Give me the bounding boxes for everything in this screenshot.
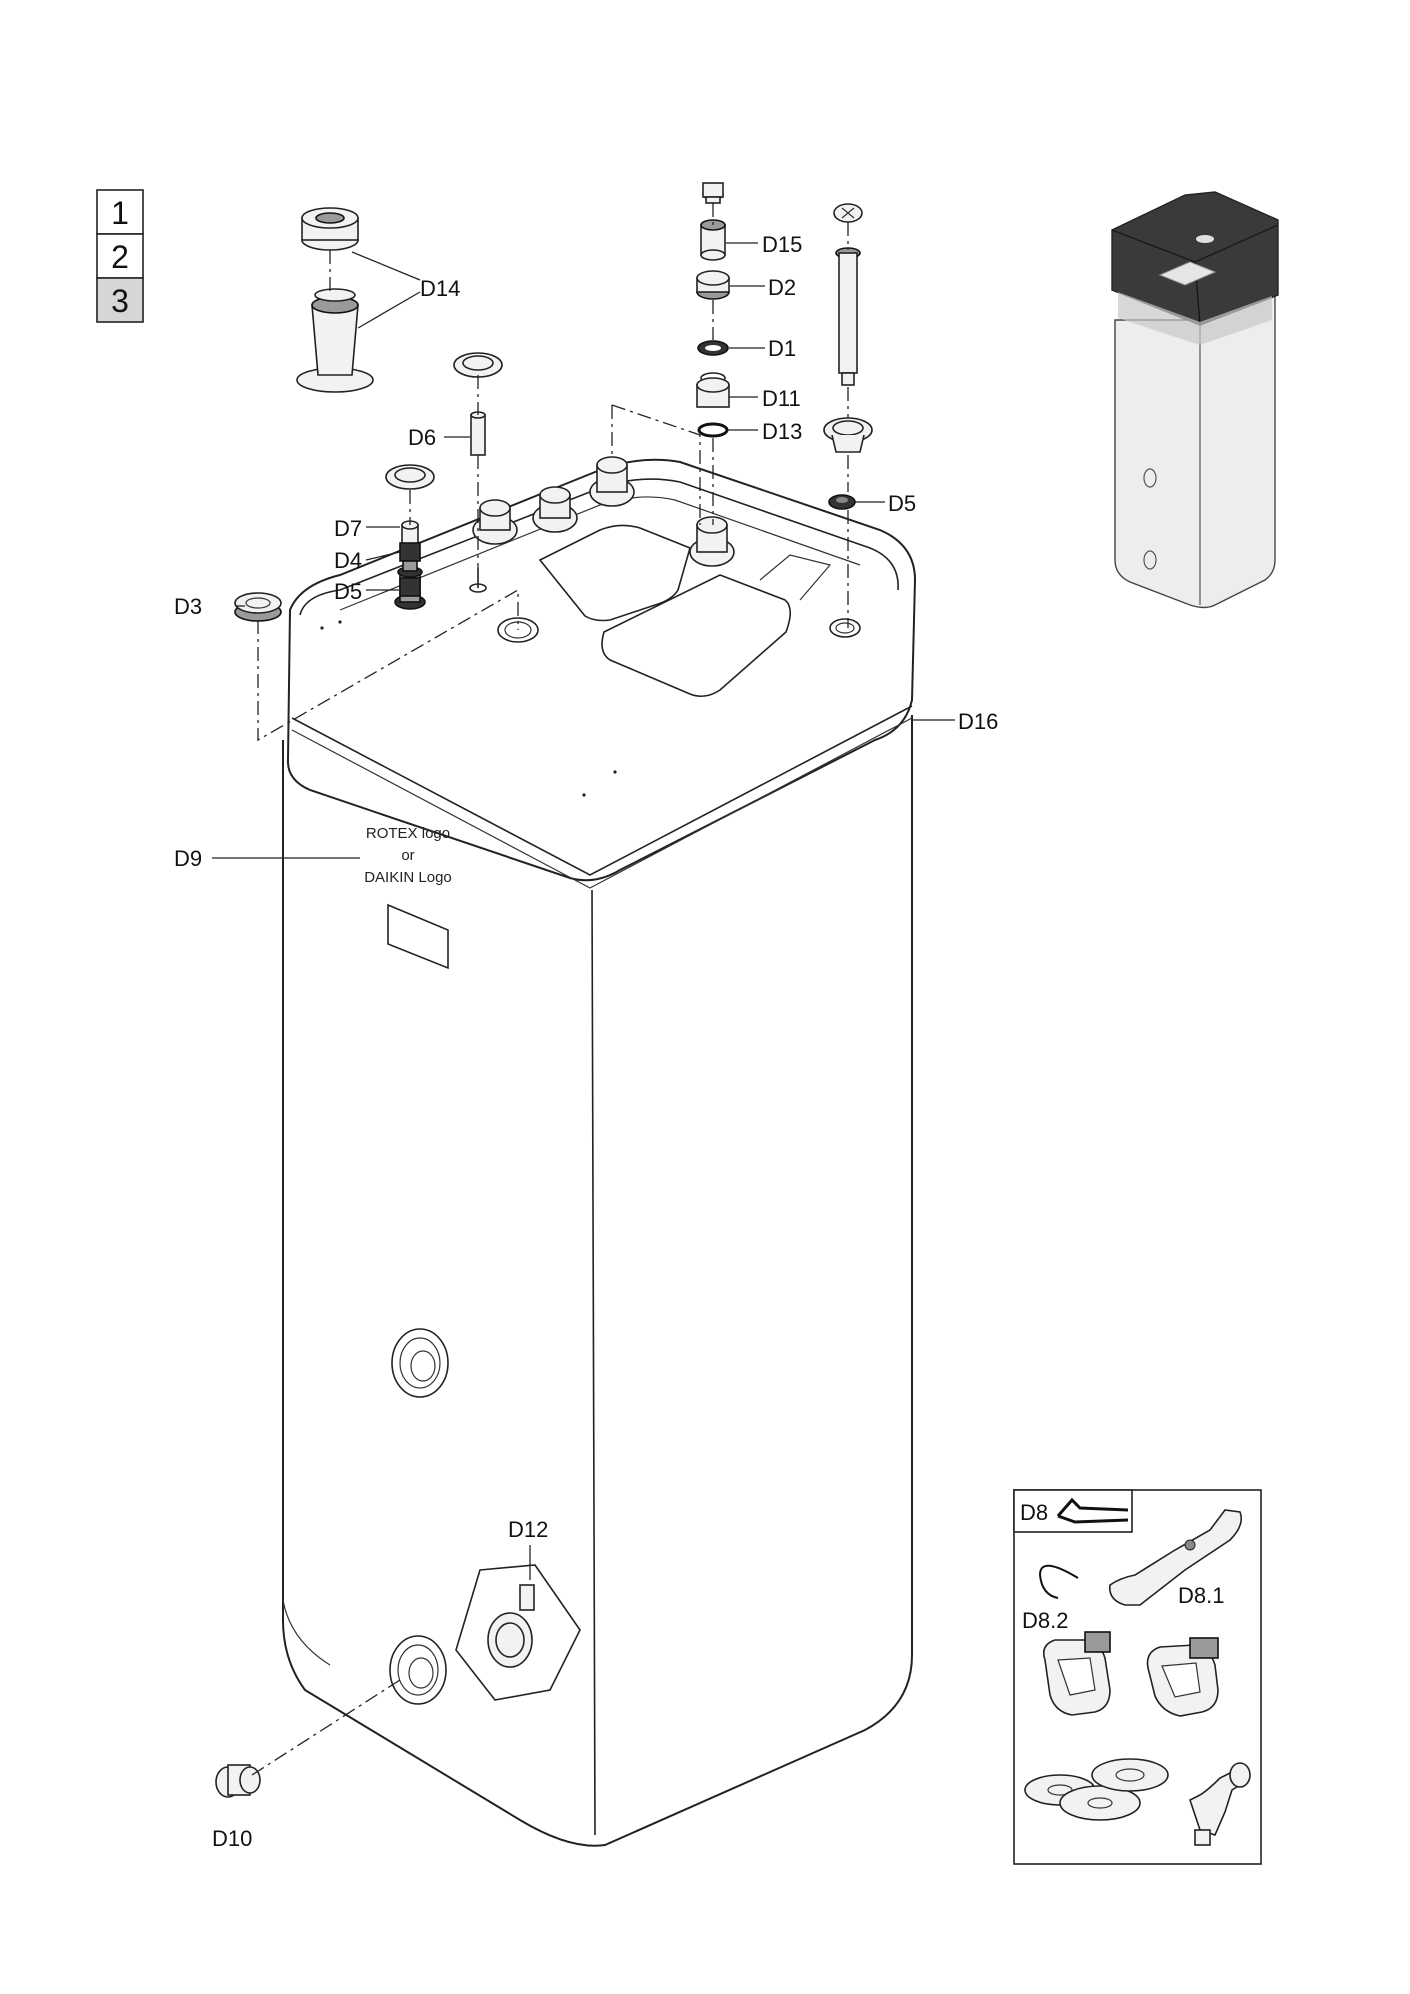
part-d10-plug[interactable] xyxy=(215,1764,261,1798)
assembly-lines xyxy=(251,203,849,1776)
label-d11: D11 xyxy=(762,386,801,411)
label-d8: D8 xyxy=(1020,1500,1048,1525)
part-d8-1-wrench[interactable] xyxy=(1108,1509,1243,1606)
label-d6: D6 xyxy=(408,425,436,450)
part-d6-pin[interactable] xyxy=(470,411,486,456)
label-d8-2: D8.2 xyxy=(1022,1608,1068,1633)
part-d2-nut[interactable] xyxy=(696,270,730,300)
side-port-upper xyxy=(391,1328,449,1398)
label-d12: D12 xyxy=(508,1517,548,1542)
part-d6-cap[interactable] xyxy=(453,352,503,378)
page-button-label: 2 xyxy=(111,239,129,275)
part-d8-handle-right[interactable] xyxy=(1146,1637,1219,1717)
label-d14: D14 xyxy=(420,276,460,301)
label-d3: D3 xyxy=(174,594,202,619)
part-d5-nut-left[interactable] xyxy=(399,577,421,597)
label-d2: D2 xyxy=(768,275,796,300)
side-port-lower xyxy=(389,1635,447,1705)
label-d4: D4 xyxy=(334,548,362,573)
part-d8-2-clip[interactable] xyxy=(1038,1564,1079,1599)
label-d9: D9 xyxy=(174,846,202,871)
fitting-3 xyxy=(589,456,635,507)
page-button-3-active[interactable]: 3 xyxy=(96,277,144,323)
part-d14-cap[interactable] xyxy=(301,207,359,251)
label-d13: D13 xyxy=(762,419,802,444)
label-d1: D1 xyxy=(768,336,796,361)
part-d15-plug[interactable] xyxy=(702,182,724,204)
d8-toolkit-box: D8 D8.1 D8.2 xyxy=(1013,1489,1262,1865)
part-valve-cap[interactable] xyxy=(833,203,863,223)
page-button-1[interactable]: 1 xyxy=(96,189,144,235)
part-d15-fitting[interactable] xyxy=(700,219,726,261)
page-button-2[interactable]: 2 xyxy=(96,233,144,279)
page-button-label: 1 xyxy=(111,195,129,231)
fitting-1 xyxy=(472,499,518,545)
unit-thumbnail xyxy=(1111,191,1279,609)
fitting-2 xyxy=(532,486,578,533)
logo-note-line-2: or xyxy=(401,847,414,864)
part-tube[interactable] xyxy=(835,247,861,386)
part-d13-oring[interactable] xyxy=(697,422,729,438)
label-d15: D15 xyxy=(762,232,802,257)
pliers-icon xyxy=(1056,1497,1129,1524)
part-d7-cap[interactable] xyxy=(385,464,435,490)
logo-note-line-3: DAIKIN Logo xyxy=(364,869,452,886)
part-d4-nut[interactable] xyxy=(399,542,421,572)
label-d5-right: D5 xyxy=(888,491,916,516)
part-d8-washers[interactable] xyxy=(1024,1758,1169,1821)
fitting-4 xyxy=(689,516,735,567)
part-d8-handle-left[interactable] xyxy=(1042,1631,1111,1716)
logo-note: ROTEX logo or DAIKIN Logo xyxy=(364,825,452,886)
page-selector: 1 2 3 xyxy=(96,189,144,323)
part-d1-washer[interactable] xyxy=(697,340,729,356)
part-d5-ring-right[interactable] xyxy=(828,494,856,510)
page-button-label: 3 xyxy=(111,283,129,319)
part-d11-nut[interactable] xyxy=(696,372,730,408)
part-d3-cap[interactable] xyxy=(234,592,282,622)
tank-body xyxy=(282,458,917,1847)
label-d10: D10 xyxy=(212,1826,252,1851)
part-right-cap[interactable] xyxy=(823,417,873,453)
label-d8-1: D8.1 xyxy=(1178,1583,1224,1608)
part-d14-filter[interactable] xyxy=(296,288,374,393)
label-d16: D16 xyxy=(958,709,998,734)
label-d5-left: D5 xyxy=(334,579,362,604)
part-d12-connector[interactable] xyxy=(455,1564,581,1701)
callout-labels: D14 D6 D7 D4 D5 D3 D15 D2 D1 D11 D13 D5 … xyxy=(174,232,998,1851)
logo-note-line-1: ROTEX logo xyxy=(366,825,450,842)
lid-fittings xyxy=(394,456,735,610)
leader-lines xyxy=(212,242,1186,1599)
part-d8-elbow[interactable] xyxy=(1189,1762,1251,1846)
label-d7: D7 xyxy=(334,516,362,541)
